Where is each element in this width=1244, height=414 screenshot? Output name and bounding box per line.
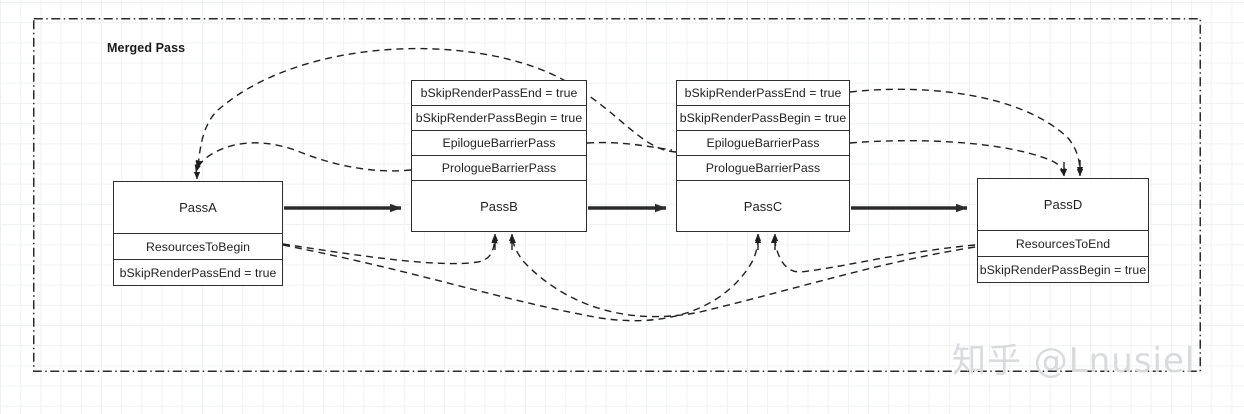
node-passC-attr-skip-render-pass-begin: bSkipRenderPassBegin = true — [676, 105, 850, 131]
node-passC[interactable]: bSkipRenderPassEnd = true bSkipRenderPas… — [676, 80, 850, 232]
node-passC-title: PassC — [676, 180, 850, 232]
node-passB[interactable]: bSkipRenderPassEnd = true bSkipRenderPas… — [411, 80, 587, 232]
merged-pass-label: Merged Pass — [107, 41, 186, 55]
node-passD-attr-skip-render-pass-begin: bSkipRenderPassBegin = true — [977, 256, 1149, 283]
node-passA-attr-skip-render-pass-end: bSkipRenderPassEnd = true — [113, 259, 283, 286]
node-passC-attr-skip-render-pass-end: bSkipRenderPassEnd = true — [676, 80, 850, 106]
node-passA-title: PassA — [113, 181, 283, 234]
node-passB-title: PassB — [411, 180, 587, 232]
node-passC-attr-epilogue-barrier-pass: EpilogueBarrierPass — [676, 130, 850, 156]
node-passB-attr-prologue-barrier-pass: PrologueBarrierPass — [411, 155, 587, 181]
node-passD-title: PassD — [977, 178, 1149, 231]
node-passA-attr-resources-to-begin: ResourcesToBegin — [113, 233, 283, 260]
node-passD-attr-resources-to-end: ResourcesToEnd — [977, 230, 1149, 257]
watermark: 知乎 @Lnusiel — [952, 341, 1196, 381]
node-passB-attr-skip-render-pass-begin: bSkipRenderPassBegin = true — [411, 105, 587, 131]
node-passB-attr-skip-render-pass-end: bSkipRenderPassEnd = true — [411, 80, 587, 106]
node-passC-attr-prologue-barrier-pass: PrologueBarrierPass — [676, 155, 850, 181]
node-passB-attr-epilogue-barrier-pass: EpilogueBarrierPass — [411, 130, 587, 156]
node-passD[interactable]: PassD ResourcesToEnd bSkipRenderPassBegi… — [977, 178, 1149, 283]
node-passA[interactable]: PassA ResourcesToBegin bSkipRenderPassEn… — [113, 181, 283, 286]
